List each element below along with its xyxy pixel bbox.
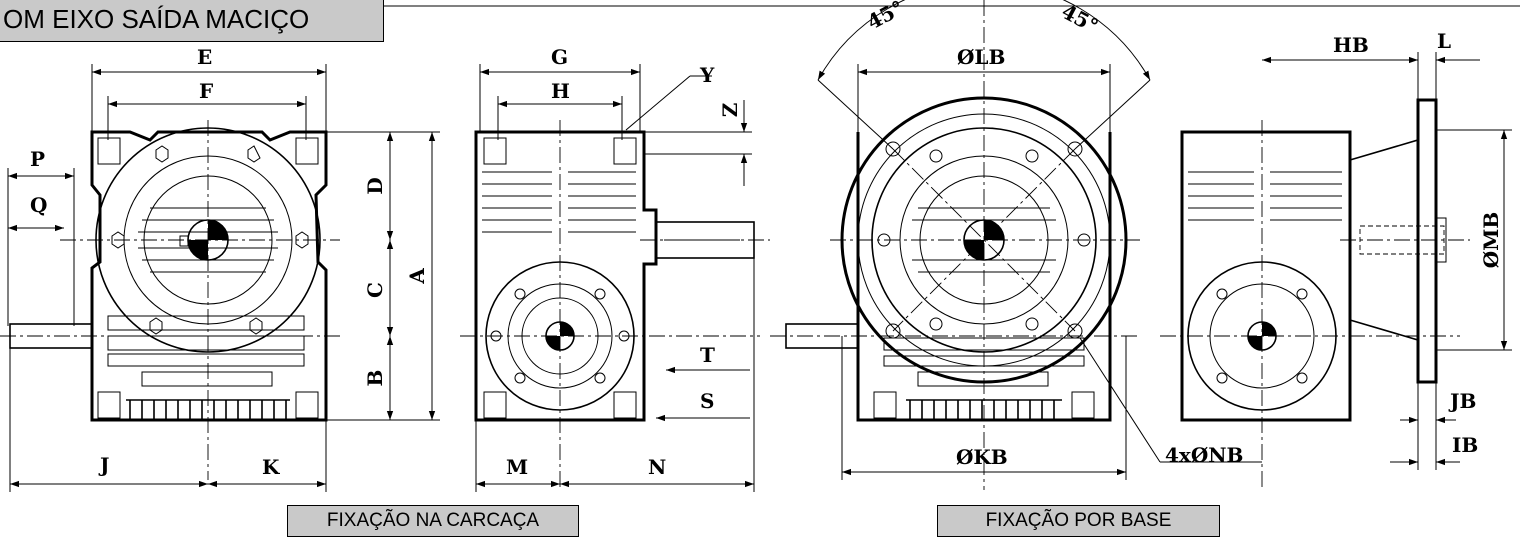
dim-label-q: Q bbox=[30, 193, 47, 217]
dim-label-e: E bbox=[197, 45, 212, 69]
dim-label-nb: 4xØNB bbox=[1165, 443, 1243, 467]
dim-label-lb: ØLB bbox=[957, 45, 1005, 69]
dim-label-ib: IB bbox=[1452, 433, 1478, 457]
dim-label-n: N bbox=[648, 455, 666, 479]
dim-label-z: Z bbox=[718, 103, 742, 118]
dim-label-j: J bbox=[98, 453, 109, 477]
dim-label-jb: JB bbox=[1448, 389, 1476, 413]
angle-label-left: 45° bbox=[863, 0, 908, 34]
dim-label-a: A bbox=[405, 268, 429, 285]
dim-label-g: G bbox=[551, 45, 568, 69]
view-side-housing-mount bbox=[460, 64, 770, 492]
dim-label-t: T bbox=[700, 343, 715, 367]
dim-label-s: S bbox=[700, 389, 714, 413]
dim-label-m: M bbox=[506, 455, 528, 479]
caption-housing-mount: FIXAÇÃO NA CARCAÇA bbox=[287, 505, 579, 537]
dim-label-hb: HB bbox=[1333, 33, 1369, 57]
title-box: OM EIXO SAÍDA MACIÇO bbox=[0, 0, 384, 42]
view-side-base-mount bbox=[1160, 52, 1512, 490]
dim-label-d: D bbox=[363, 177, 387, 194]
view-front-housing-mount bbox=[0, 5, 1520, 492]
view-front-base-mount bbox=[770, 0, 1262, 490]
dim-label-c: C bbox=[363, 282, 387, 298]
dim-label-kb: ØKB bbox=[956, 445, 1008, 469]
dim-label-h: H bbox=[551, 79, 570, 103]
dim-label-l: L bbox=[1437, 29, 1451, 53]
dim-label-mb: ØMB bbox=[1479, 212, 1503, 268]
caption-base-mount: FIXAÇÃO POR BASE bbox=[937, 505, 1220, 537]
dim-label-k: K bbox=[262, 455, 280, 479]
dim-label-p: P bbox=[30, 147, 45, 171]
dim-label-b: B bbox=[363, 370, 387, 387]
dim-label-f: F bbox=[199, 79, 213, 103]
dim-label-y: Y bbox=[699, 63, 715, 87]
